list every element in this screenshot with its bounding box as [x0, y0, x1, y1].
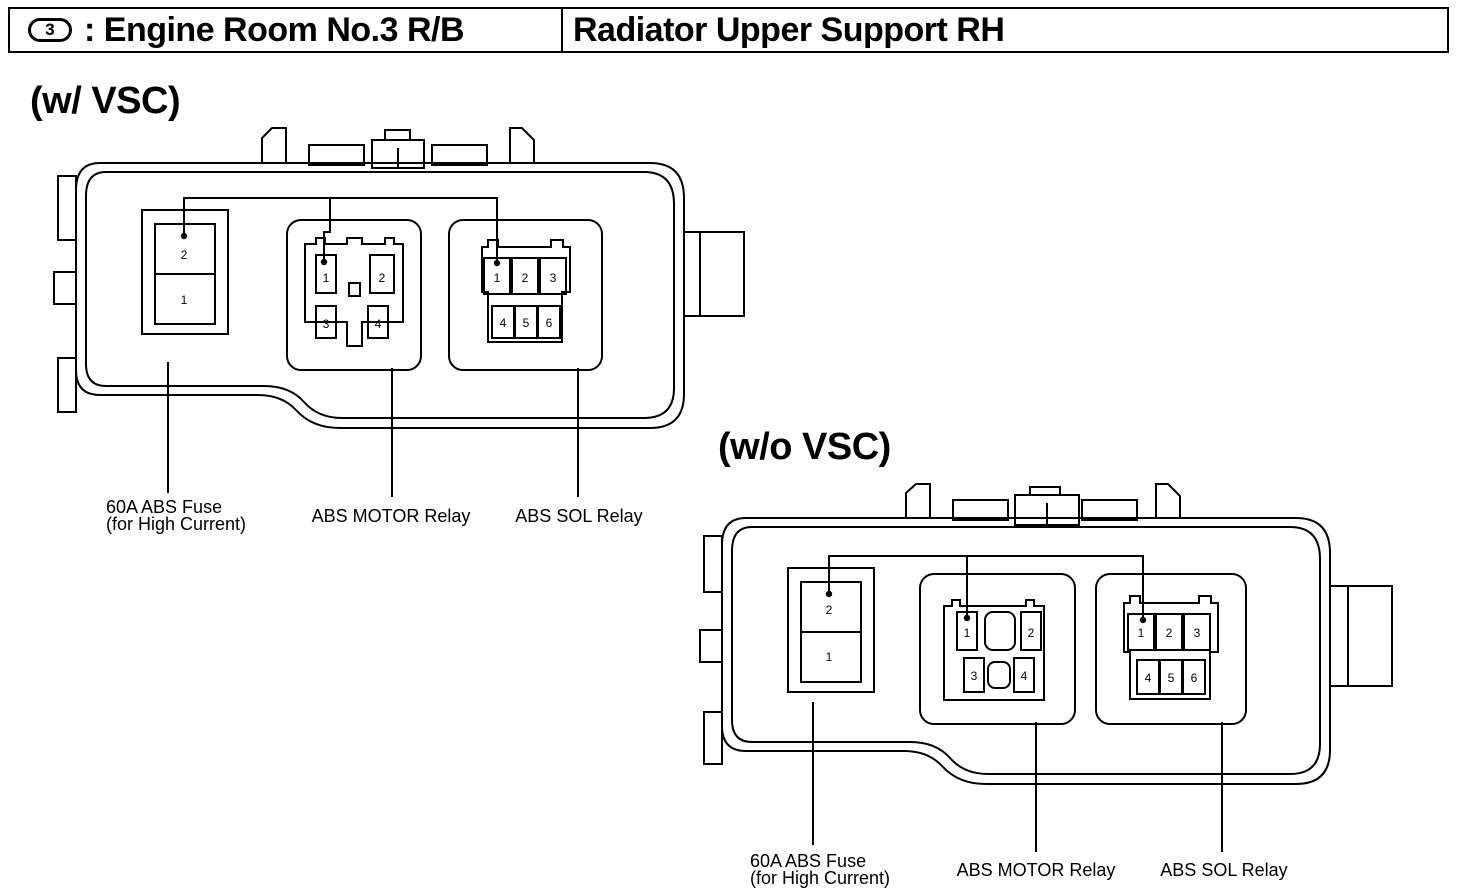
relay-block-w-vsc [53, 127, 745, 497]
header-location: : Engine Room No.3 R/B [84, 10, 465, 49]
sol-pin-1: 1 [494, 271, 501, 285]
motor-pin-1-cavity [315, 254, 337, 294]
side-tab-left-2 [699, 629, 723, 663]
top-clip-left [261, 127, 287, 163]
fuse-pin-1: 1 [826, 650, 833, 664]
sol-pin-3: 3 [1194, 626, 1201, 640]
sol-relay-frame [1095, 573, 1247, 725]
top-clip-right [1155, 483, 1181, 518]
sol-pin-6-cavity [537, 305, 561, 339]
sol-pin-2: 2 [522, 271, 529, 285]
motor-key [348, 282, 361, 297]
sol-pin-6: 6 [1191, 671, 1198, 685]
motor-pin-3-cavity [315, 305, 337, 339]
side-connector-right [683, 231, 745, 317]
sol-pin-2: 2 [1166, 626, 1173, 640]
motor-pin-2: 2 [379, 271, 386, 285]
motor-pin-4-cavity [1013, 657, 1035, 693]
top-clip-left [905, 483, 931, 518]
relay-block-wo-vsc [699, 483, 1393, 852]
header-position-cell: Radiator Upper Support RH [563, 9, 1447, 51]
fuse-label-line1: 60A ABS Fuse [750, 851, 866, 871]
header-location-cell: 3 : Engine Room No.3 R/B [10, 9, 563, 51]
motor-relay-frame [919, 573, 1076, 725]
motor-pin-3-cavity [963, 657, 985, 693]
motor-pin-4: 4 [1021, 669, 1028, 683]
motor-relay-frame [286, 219, 422, 371]
motor-pin-1: 1 [964, 626, 971, 640]
sol-pin-2-cavity [511, 257, 539, 295]
pin-bus-wire [183, 197, 498, 263]
fuse-label-line2: (for High Current) [750, 868, 890, 888]
top-connector-cap [384, 129, 411, 140]
sol-pin-6-cavity [1182, 659, 1206, 695]
motor-pin-3: 3 [323, 317, 330, 331]
motor-key-top [984, 611, 1016, 651]
side-tab-left-3 [703, 711, 723, 765]
sol-relay-socket [481, 239, 571, 343]
header-number-badge: 3 [28, 18, 72, 42]
motor-pin-1: 1 [323, 271, 330, 285]
sol-relay-label: ABS SOL Relay [515, 506, 642, 526]
sol-pin-3-cavity [539, 257, 567, 295]
housing-inner [731, 526, 1321, 775]
section-title-wo-vsc: (w/o VSC) [718, 426, 891, 468]
motor-pin-2: 2 [1028, 626, 1035, 640]
fuse-label-line1: 60A ABS Fuse [106, 497, 222, 517]
fuse-outer [787, 567, 875, 693]
top-tab-right [431, 144, 488, 166]
top-clip-right [509, 127, 535, 163]
side-tab-left-3 [57, 357, 77, 413]
motor-dot [963, 614, 971, 622]
section-title-w-vsc: (w/ VSC) [30, 80, 181, 122]
top-tab-right [1081, 499, 1138, 521]
header-bar: 3 : Engine Room No.3 R/B Radiator Upper … [8, 7, 1449, 53]
sol-dot [493, 259, 501, 267]
motor-pin-2-cavity [369, 254, 395, 294]
fuse-pin-2: 2 [181, 248, 188, 262]
sol-relay-frame [448, 219, 603, 371]
motor-pin-3: 3 [971, 669, 978, 683]
housing-inner [85, 171, 675, 419]
housing-outer [721, 517, 1331, 785]
sol-pin-5: 5 [523, 316, 530, 330]
top-tab-left [952, 499, 1009, 521]
sol-relay-socket [1123, 595, 1219, 700]
side-tab-left-1 [703, 535, 723, 593]
sol-pin-4: 4 [500, 316, 507, 330]
motor-relay-label: ABS MOTOR Relay [312, 506, 471, 526]
motor-key-bottom [987, 661, 1011, 689]
sol-pin-1: 1 [1138, 626, 1145, 640]
sol-pin-6: 6 [546, 316, 553, 330]
top-connector-cap [1029, 486, 1061, 495]
sol-relay-label: ABS SOL Relay [1160, 860, 1287, 880]
motor-tap-wire [323, 198, 331, 262]
motor-dot [320, 258, 328, 266]
housing-outer [75, 162, 685, 429]
sol-pin-5: 5 [1168, 671, 1175, 685]
fuse-dot [180, 232, 188, 240]
sol-pin-3-cavity [1183, 613, 1211, 651]
motor-relay-socket [943, 599, 1045, 701]
side-tab-left-1 [57, 175, 77, 241]
sol-pin-1-cavity [1127, 613, 1155, 651]
side-tab-left-2 [53, 271, 77, 305]
fuse-dot [825, 590, 833, 598]
sol-dot [1139, 616, 1147, 624]
fuse-pin-1: 1 [181, 293, 188, 307]
motor-pin-2-cavity [1020, 611, 1042, 651]
top-tab-left [308, 144, 365, 166]
fuse-label-line2: (for High Current) [106, 514, 246, 534]
sol-pin-3: 3 [550, 271, 557, 285]
header-position: Radiator Upper Support RH [573, 10, 1005, 49]
sol-pin-4: 4 [1145, 671, 1152, 685]
pin-bus-wire [828, 555, 1144, 620]
fuse-pin-2: 2 [826, 603, 833, 617]
side-connector-right [1329, 585, 1393, 687]
motor-pin-4-cavity [367, 305, 389, 339]
sol-pin-2-cavity [1155, 613, 1183, 651]
motor-pin-4: 4 [375, 317, 382, 331]
motor-relay-label: ABS MOTOR Relay [957, 860, 1116, 880]
